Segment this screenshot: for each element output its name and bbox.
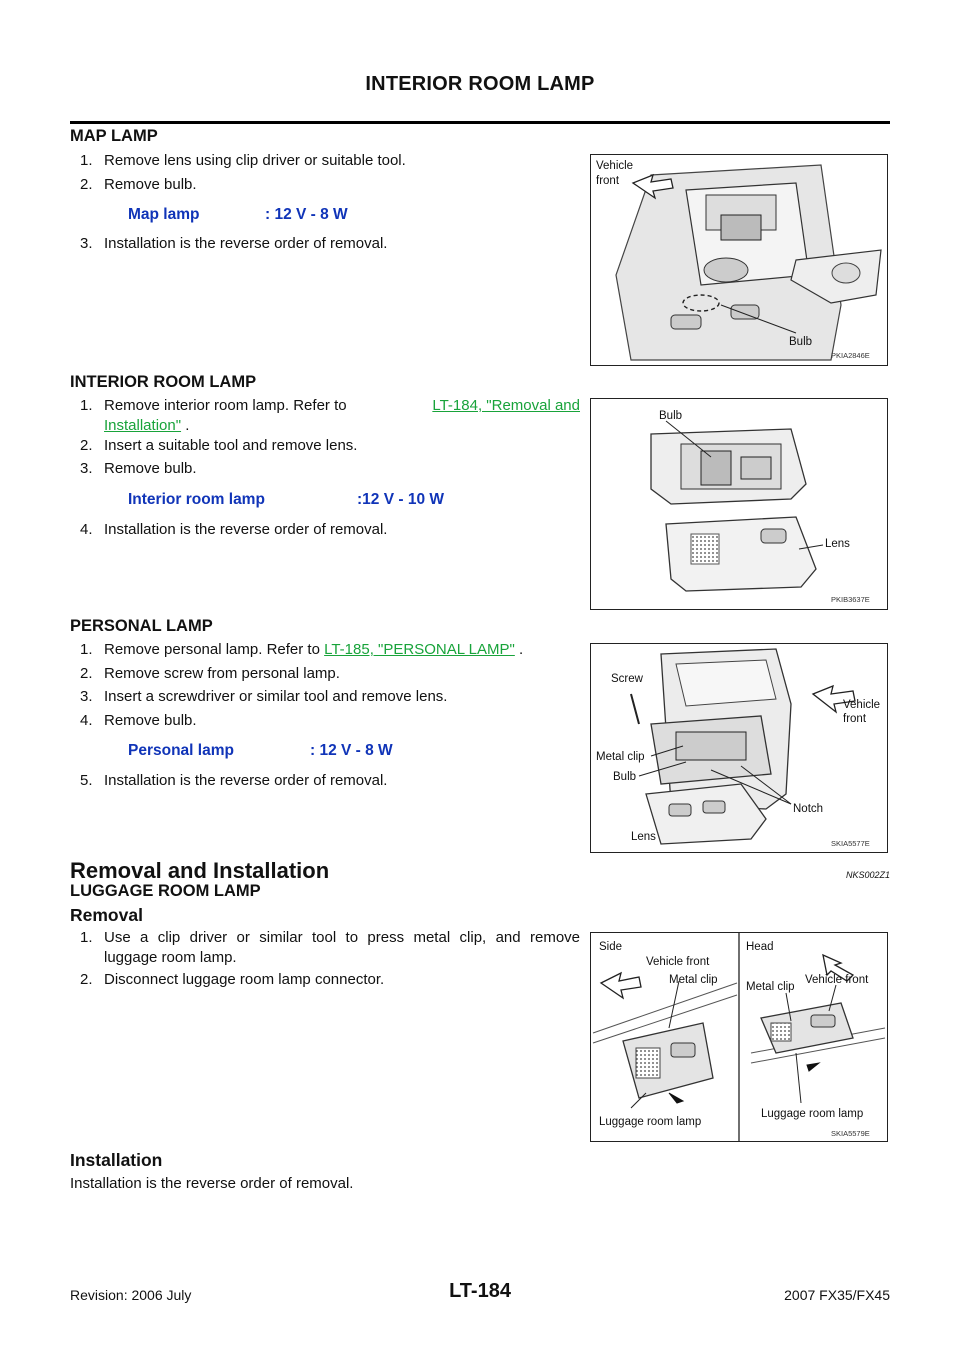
personal-lamp-step-3: 3.Insert a screwdriver or similar tool a… — [80, 688, 448, 705]
luggage-figure-label-vehicle-front-side: Vehicle front — [646, 956, 710, 968]
personal-lamp-step-4: 4.Remove bulb. — [80, 712, 197, 729]
map-lamp-step-1: 1.Remove lens using clip driver or suita… — [80, 152, 406, 169]
footer-revision: Revision: 2006 July — [70, 1287, 192, 1303]
interior-lamp-step-2: 2.Insert a suitable tool and remove lens… — [80, 437, 358, 454]
interior-lamp-heading: INTERIOR ROOM LAMP — [70, 373, 257, 391]
interior-lamp-figure: Bulb Lens PKIB3637E — [590, 398, 888, 610]
personal-lamp-spec-value: : 12 V - 8 W — [310, 742, 393, 759]
personal-lamp-heading: PERSONAL LAMP — [70, 617, 213, 635]
map-figure-label-vehicle: Vehicle — [596, 160, 633, 172]
personal-lamp-spec-label: Personal lamp — [128, 742, 234, 759]
footer-page-number: LT-184 — [449, 1280, 511, 1302]
luggage-figure-label-vehicle-front-head: Vehicle front — [805, 974, 869, 986]
installation-text: Installation is the reverse order of rem… — [70, 1175, 354, 1192]
personal-figure-label-bulb: Bulb — [613, 771, 636, 783]
luggage-figure-label-lamp-head: Luggage room lamp — [761, 1108, 863, 1120]
luggage-figure-label-head: Head — [746, 941, 774, 953]
map-lamp-figure: Vehicle front Bulb PKIA2846E — [590, 154, 888, 366]
page-title: INTERIOR ROOM LAMP — [365, 73, 595, 95]
personal-lamp-step-5: 5.Installation is the reverse order of r… — [80, 772, 388, 789]
link-lt184-installation[interactable]: Installation" — [104, 417, 182, 434]
luggage-figure-label-metal-clip-side: Metal clip — [669, 974, 718, 986]
removal-step-2: 2.Disconnect luggage room lamp connector… — [80, 971, 385, 988]
interior-lamp-spec-label: Interior room lamp — [128, 491, 265, 508]
map-figure-code: PKIA2846E — [831, 351, 870, 360]
luggage-lamp-figure: Side Vehicle front Metal clip Luggage ro… — [590, 932, 888, 1142]
footer-model: 2007 FX35/FX45 — [784, 1287, 890, 1303]
header-rule — [70, 121, 890, 124]
interior-figure-code: PKIB3637E — [831, 595, 870, 604]
link-lt185-personal-lamp[interactable]: LT-185, "PERSONAL LAMP" — [324, 641, 515, 658]
interior-lamp-step-3: 3.Remove bulb. — [80, 460, 197, 477]
personal-figure-label-front: front — [843, 713, 867, 725]
interior-lamp-step-1: 1.Remove interior room lamp. Refer to LT… — [80, 397, 580, 434]
personal-lamp-step-1: 1.Remove personal lamp. Refer to LT-185,… — [80, 641, 524, 658]
installation-heading: Installation — [70, 1150, 163, 1170]
map-lamp-spec-label: Map lamp — [128, 206, 200, 223]
personal-figure-label-lens: Lens — [631, 831, 656, 843]
map-lamp-spec-value: : 12 V - 8 W — [265, 206, 348, 223]
luggage-figure-label-lamp-side: Luggage room lamp — [599, 1116, 701, 1128]
link-lt184-removal[interactable]: LT-184, "Removal and — [432, 397, 580, 414]
map-figure-label-front: front — [596, 175, 620, 187]
luggage-figure-label-side: Side — [599, 941, 622, 953]
interior-lamp-spec-value: :12 V - 10 W — [357, 491, 444, 508]
map-figure-label-bulb: Bulb — [789, 336, 812, 348]
personal-figure-label-notch: Notch — [793, 803, 823, 815]
interior-lamp-step-4: 4.Installation is the reverse order of r… — [80, 521, 388, 538]
removal-installation-heading: Removal and Installation — [70, 858, 330, 883]
personal-figure-label-vehicle: Vehicle — [843, 699, 880, 711]
luggage-figure-label-metal-clip-head: Metal clip — [746, 981, 795, 993]
luggage-room-lamp-heading: LUGGAGE ROOM LAMP — [70, 882, 261, 900]
luggage-figure-code: SKIA5579E — [831, 1129, 870, 1138]
personal-lamp-step-2: 2.Remove screw from personal lamp. — [80, 665, 340, 682]
map-lamp-step-3: 3.Installation is the reverse order of r… — [80, 235, 388, 252]
personal-figure-code: SKIA5577E — [831, 839, 870, 848]
interior-figure-label-bulb: Bulb — [659, 410, 682, 422]
removal-step-1: 1.Use a clip driver or similar tool to p… — [80, 929, 580, 966]
interior-figure-label-lens: Lens — [825, 538, 850, 550]
map-lamp-step-2: 2.Remove bulb. — [80, 176, 197, 193]
section-code: NKS002Z1 — [845, 870, 890, 880]
personal-lamp-figure: Screw Vehicle front Metal clip Bulb Notc… — [590, 643, 888, 853]
map-lamp-heading: MAP LAMP — [70, 127, 158, 145]
personal-figure-label-screw: Screw — [611, 673, 644, 685]
personal-figure-label-metal-clip: Metal clip — [596, 751, 645, 763]
removal-heading: Removal — [70, 905, 143, 925]
